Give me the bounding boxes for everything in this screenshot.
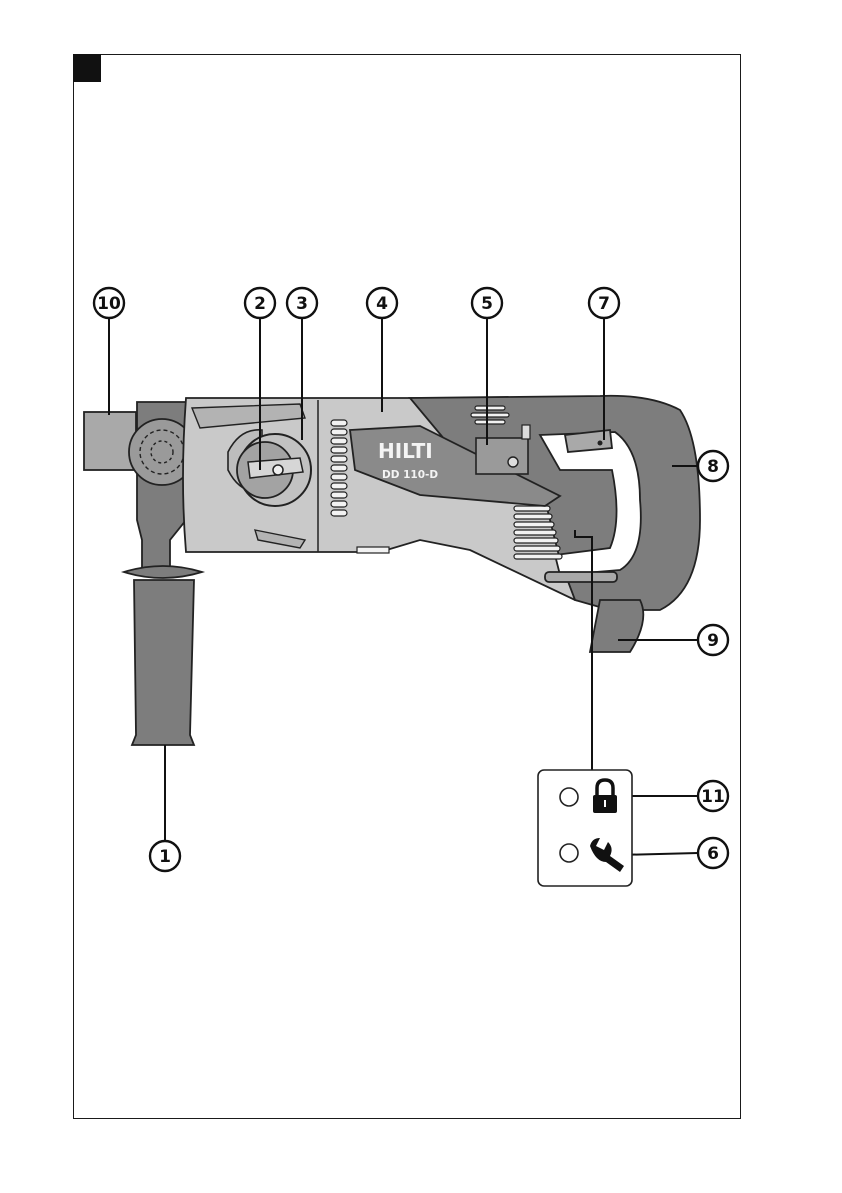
callout-1: 1 (150, 841, 180, 871)
svg-text:6: 6 (707, 844, 719, 864)
callout-5: 5 (472, 288, 502, 318)
svg-text:10: 10 (97, 294, 121, 314)
brand-logo: HILTI (378, 439, 433, 463)
lock-indicator-led (560, 788, 578, 806)
callout-8: 8 (698, 451, 728, 481)
indicator-panel (538, 770, 632, 886)
svg-text:4: 4 (376, 294, 388, 314)
svg-text:3: 3 (296, 294, 308, 314)
callout-2: 2 (245, 288, 275, 318)
svg-text:2: 2 (254, 294, 266, 314)
svg-text:9: 9 (707, 631, 719, 651)
callout-3: 3 (287, 288, 317, 318)
callout-10: 10 (94, 288, 124, 318)
cable-guard (590, 600, 643, 652)
display-plate (476, 438, 528, 474)
handle-grip (132, 580, 194, 745)
service-indicator-led (560, 844, 578, 862)
model-label: DD 110-D (382, 469, 438, 481)
callout-7: 7 (589, 288, 619, 318)
callout-6: 6 (698, 838, 728, 868)
svg-text:7: 7 (598, 294, 610, 314)
callout-4: 4 (367, 288, 397, 318)
svg-text:8: 8 (707, 457, 719, 477)
svg-text:11: 11 (701, 787, 725, 807)
front-vents (331, 420, 347, 516)
callout-11: 11 (698, 781, 728, 811)
callout-9: 9 (698, 625, 728, 655)
chuck-bracket-block (84, 412, 136, 470)
svg-text:1: 1 (159, 847, 171, 867)
svg-text:5: 5 (481, 294, 493, 314)
